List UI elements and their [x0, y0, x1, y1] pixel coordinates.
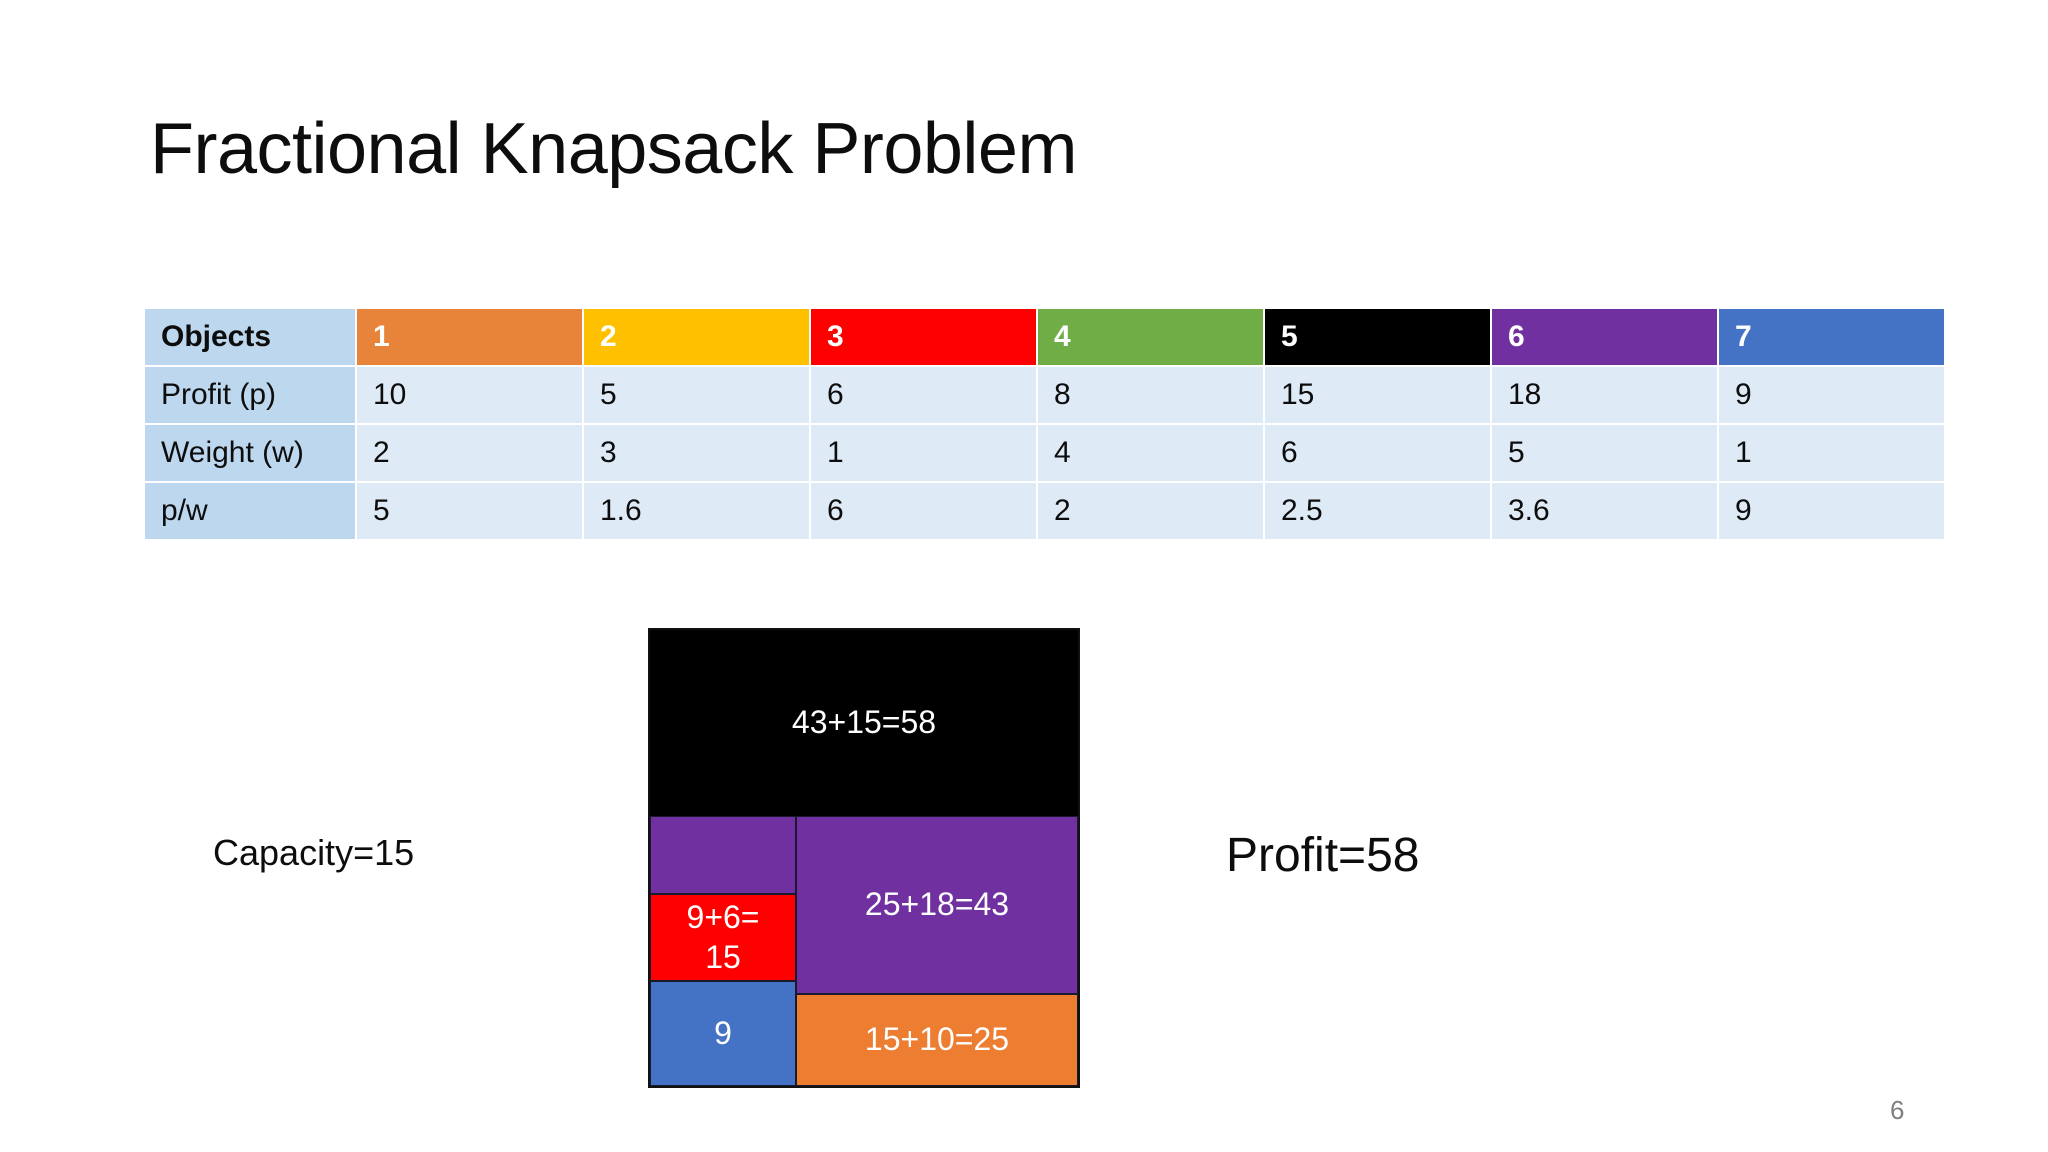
ratio-cell-3: 6 [811, 483, 1036, 539]
weight-cell-7: 1 [1719, 425, 1944, 481]
page-title: Fractional Knapsack Problem [150, 109, 1077, 189]
weight-cell-3: 1 [811, 425, 1036, 481]
object-header-5: 5 [1265, 309, 1490, 365]
capacity-label: Capacity=15 [213, 832, 415, 873]
row-label-profit: Profit (p) [145, 367, 355, 423]
ratio-cell-2: 1.6 [584, 483, 809, 539]
objects-table: Objects 1 2 3 4 5 6 7 Profit (p) 10 5 6 … [143, 307, 1946, 541]
object-header-2: 2 [584, 309, 809, 365]
knapsack-block-blue: 9 [650, 981, 796, 1086]
weight-cell-1: 2 [357, 425, 582, 481]
knapsack-block-right-purple: 25+18=43 [796, 816, 1078, 994]
weight-cell-4: 4 [1038, 425, 1263, 481]
object-header-6: 6 [1492, 309, 1717, 365]
weight-cell-5: 6 [1265, 425, 1490, 481]
knapsack-diagram: 43+15=58 25+18=43 9+6= 15 9 15+10=25 [648, 628, 1080, 1088]
table-row-weight: Weight (w) 2 3 1 4 6 5 1 [145, 425, 1944, 481]
profit-cell-1: 10 [357, 367, 582, 423]
row-label-weight: Weight (w) [145, 425, 355, 481]
row-label-objects: Objects [145, 309, 355, 365]
row-label-ratio: p/w [145, 483, 355, 539]
profit-cell-2: 5 [584, 367, 809, 423]
profit-cell-6: 18 [1492, 367, 1717, 423]
weight-cell-2: 3 [584, 425, 809, 481]
knapsack-block-left-purple [650, 816, 796, 894]
object-header-3: 3 [811, 309, 1036, 365]
slide-number: 6 [1890, 1095, 1905, 1125]
ratio-cell-1: 5 [357, 483, 582, 539]
table-row-profit: Profit (p) 10 5 6 8 15 18 9 [145, 367, 1944, 423]
knapsack-block-red-line2: 15 [705, 938, 741, 975]
ratio-cell-6: 3.6 [1492, 483, 1717, 539]
ratio-cell-4: 2 [1038, 483, 1263, 539]
table-row-objects: Objects 1 2 3 4 5 6 7 [145, 309, 1944, 365]
knapsack-block-total: 43+15=58 [650, 630, 1078, 816]
weight-cell-6: 5 [1492, 425, 1717, 481]
profit-label: Profit=58 [1226, 829, 1420, 882]
object-header-4: 4 [1038, 309, 1263, 365]
profit-cell-3: 6 [811, 367, 1036, 423]
knapsack-block-orange: 15+10=25 [796, 994, 1078, 1086]
ratio-cell-7: 9 [1719, 483, 1944, 539]
profit-cell-4: 8 [1038, 367, 1263, 423]
profit-cell-7: 9 [1719, 367, 1944, 423]
ratio-cell-5: 2.5 [1265, 483, 1490, 539]
knapsack-block-red: 9+6= 15 [650, 894, 796, 981]
object-header-1: 1 [357, 309, 582, 365]
object-header-7: 7 [1719, 309, 1944, 365]
table-row-ratio: p/w 5 1.6 6 2 2.5 3.6 9 [145, 483, 1944, 539]
knapsack-block-red-line1: 9+6= [686, 899, 760, 936]
profit-cell-5: 15 [1265, 367, 1490, 423]
